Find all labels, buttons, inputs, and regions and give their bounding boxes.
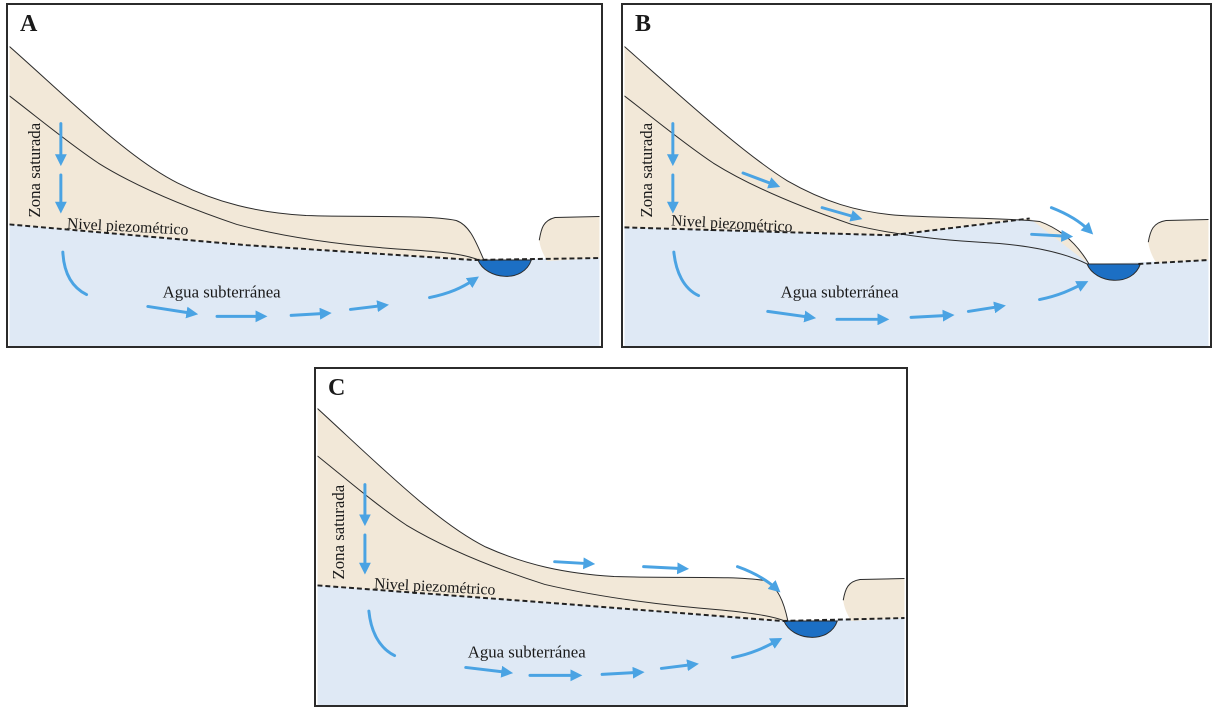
panel-letter: A (20, 11, 38, 37)
ground-surface-right (842, 578, 905, 601)
panel-letter: C (328, 375, 346, 401)
panel-letter: B (635, 11, 652, 37)
panel-a-diagram: Zona saturada Nivel piezométrico Agua su… (9, 46, 600, 346)
panel-b: B (621, 3, 1212, 348)
river (1086, 263, 1142, 281)
saturated-zone (317, 408, 788, 621)
inner-layer-line (317, 455, 786, 622)
water-table-line (624, 217, 1030, 237)
panel-c-diagram: Zona saturada Nivel piezométrico Agua su… (317, 408, 905, 705)
saturated-zone (624, 46, 1089, 264)
zone-label: Zona saturada (637, 122, 656, 217)
groundwater-region (624, 218, 1209, 346)
inner-layer-line (624, 95, 1088, 265)
river (477, 259, 533, 277)
groundwater-region (9, 224, 600, 346)
ground-surface-right (538, 216, 600, 241)
water-table-line-right (1138, 259, 1209, 265)
saturated-zone-right (539, 216, 600, 261)
groundwater-label: Agua subterránea (468, 643, 587, 662)
water-table-label: Nivel piezométrico (671, 212, 793, 235)
saturated-zone-right (1148, 219, 1209, 263)
ground-surface-line (9, 46, 485, 261)
flow-arrows (666, 122, 1094, 326)
zone-label: Zona saturada (25, 122, 44, 217)
flow-arrows (54, 122, 479, 323)
panel-a: A (6, 3, 603, 348)
ground-surface-right (1147, 218, 1209, 243)
panel-c: C (314, 367, 908, 707)
inner-layer-line (9, 95, 480, 261)
groundwater-label: Agua subterránea (163, 283, 282, 302)
groundwater-label: Agua subterránea (781, 283, 900, 302)
ground-surface-line (624, 46, 1090, 265)
panel-b-diagram: Zona saturada Nivel piezométrico Agua su… (624, 46, 1209, 346)
zone-label: Zona saturada (329, 484, 348, 579)
river (783, 620, 838, 638)
water-table-line (9, 223, 600, 261)
saturated-zone-right (843, 578, 905, 621)
water-table-label: Nivel piezométrico (67, 215, 189, 238)
flow-arrows (359, 483, 783, 682)
groundwater-region (317, 585, 905, 705)
water-table-line (317, 584, 905, 622)
water-table-label: Nivel piezométrico (374, 575, 496, 598)
saturated-zone (9, 46, 484, 261)
